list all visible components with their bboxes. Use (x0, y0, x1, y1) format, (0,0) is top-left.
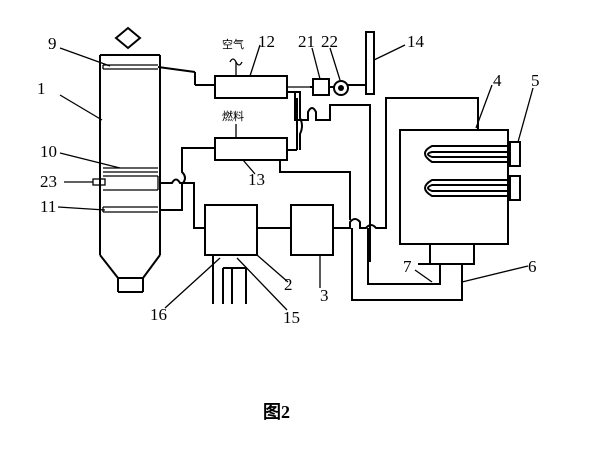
label-11: 11 (40, 197, 56, 216)
top-diamond-icon (114, 26, 142, 50)
valve-21 (310, 78, 334, 96)
figure-caption: 图2 (263, 402, 290, 422)
label-21: 21 (298, 32, 315, 51)
label-5: 5 (531, 71, 540, 90)
label-6: 6 (528, 257, 537, 276)
unit-3 (290, 97, 400, 256)
exchanger-12 (214, 58, 371, 262)
unit-2 (204, 204, 291, 304)
label-15: 15 (283, 308, 300, 327)
fuel-label: 燃料 (222, 109, 244, 123)
label-13: 13 (248, 170, 265, 189)
leader-lines (57, 44, 534, 311)
pipe-9 (102, 64, 215, 86)
label-7: 7 (403, 257, 412, 276)
label-22: 22 (321, 32, 338, 51)
label-1: 1 (37, 79, 46, 98)
probe-23 (92, 175, 186, 191)
vessel-1 (99, 26, 161, 293)
label-12: 12 (258, 32, 275, 51)
label-23: 23 (40, 172, 57, 191)
exchanger-13 (160, 91, 351, 229)
furnace-4 (351, 97, 521, 301)
reference-labels: 1 9 10 23 11 12 21 22 14 4 5 13 2 3 7 6 … (37, 32, 540, 422)
label-4: 4 (493, 71, 502, 90)
pipe-11 (102, 206, 158, 213)
label-2: 2 (284, 275, 293, 294)
label-3: 3 (320, 286, 329, 305)
label-14: 14 (407, 32, 425, 51)
label-16: 16 (150, 305, 167, 324)
label-9: 9 (48, 34, 57, 53)
fan-22 (333, 80, 366, 96)
air-label: 空气 (222, 37, 244, 51)
label-10: 10 (40, 142, 57, 161)
duct-14 (365, 31, 375, 95)
pipe-10 (103, 167, 158, 173)
